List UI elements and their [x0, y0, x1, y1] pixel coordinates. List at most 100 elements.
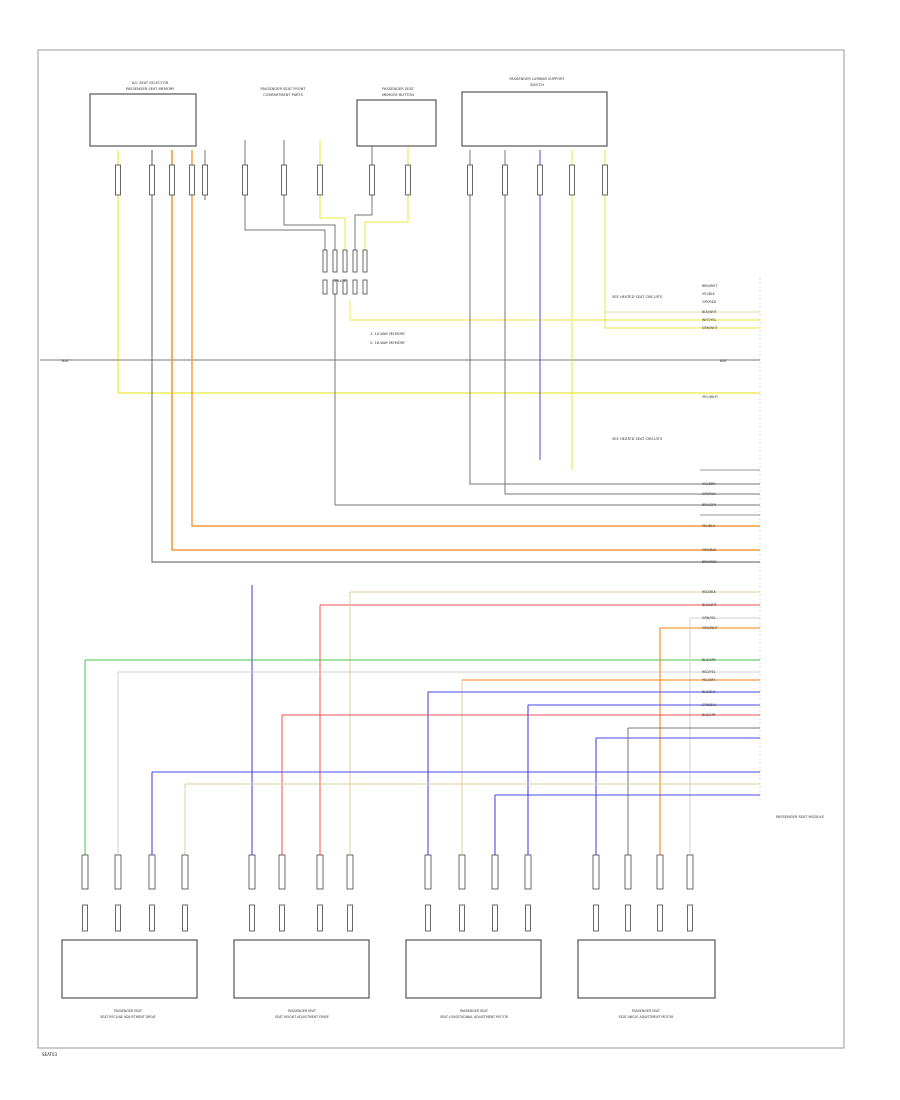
splice-label: SPLICE [334, 279, 347, 283]
wire-label: ORG/WHT [702, 626, 718, 630]
component-subtitle: SWITCH [530, 83, 544, 87]
pin-stub [362, 249, 368, 273]
pin-stub [332, 279, 338, 295]
motor-title: PASSENGER SEAT [288, 1009, 316, 1013]
yellow-wire-label: YEL/WHT [702, 395, 719, 399]
pin-stub [342, 249, 348, 273]
pin-stub [248, 854, 256, 890]
pin-stub [202, 164, 208, 196]
pin-stub [317, 904, 323, 932]
pin-stub [686, 854, 694, 890]
pin-stub [317, 164, 323, 196]
pin-stub [242, 164, 248, 196]
component-title: PASSENGER LUMBAR SUPPORT [509, 77, 565, 81]
motor-box [233, 939, 370, 999]
wire-label: RED/BLK [702, 590, 717, 594]
wire-label: BRN/RED [702, 560, 717, 564]
wire [319, 140, 346, 250]
motor-title: PASSENGER SEAT [460, 1009, 488, 1013]
pin-stub [181, 854, 189, 890]
pin-stub [459, 904, 465, 932]
pin-stub [332, 249, 338, 273]
pin-stub [278, 854, 286, 890]
module-label: PASSENGER SEAT MODULE [776, 815, 825, 819]
pin-stub [82, 904, 88, 932]
height-drive: PASSENGER SEAT SEAT HEIGHT ADJUSTMENT DR… [233, 939, 370, 1019]
heated-seat-note-2: SEE HEATED SEAT CIRCUITS [612, 437, 663, 441]
component-box [461, 91, 608, 147]
pin-stub [114, 854, 122, 890]
wire-label: BLU/GRY [702, 658, 716, 662]
wire-layer [40, 140, 761, 870]
pin-stub [169, 164, 175, 196]
pin-stub [81, 854, 89, 890]
wire-label: GRN/WHT [702, 326, 718, 330]
pin-stub [687, 904, 693, 932]
memory-button: PASSENGER SEAT MEMORY BUTTON [356, 87, 437, 147]
pin-stub [656, 854, 664, 890]
component-box [89, 93, 197, 147]
bat-label-left: BAT [62, 359, 70, 363]
pin-stub [537, 164, 543, 196]
wire-label: RED/YEL [702, 670, 716, 674]
pin-stub [342, 279, 348, 295]
pin-stub [322, 249, 328, 273]
pin-stub [148, 854, 156, 890]
pin-stub [593, 904, 599, 932]
pin-stub [279, 904, 285, 932]
longitudinal-motor: PASSENGER SEAT SEAT LONGITUDINAL ADJUSTM… [405, 939, 542, 1019]
pin-stub [657, 904, 663, 932]
motor-subtitle: SEAT RECLINE ADJUSTMENT DRIVE [100, 1015, 155, 1019]
component-title: PASSENGER SEAT [382, 87, 414, 91]
wire-label: BLK/GRY [702, 713, 716, 717]
diagram-frame [37, 49, 845, 1049]
pin-stub [491, 854, 499, 890]
pin-stub [569, 164, 575, 196]
bat-label-right: BAT [720, 359, 728, 363]
wire-label: BRN/WHT [702, 284, 717, 288]
wire-label: GRY/BLK [702, 492, 716, 496]
motor-subtitle: SEAT ANGLE ADJUSTMENT MOTOR [619, 1015, 674, 1019]
pin-stub [602, 164, 608, 196]
angle-motor: PASSENGER SEAT SEAT ANGLE ADJUSTMENT MOT… [577, 939, 716, 1019]
wire-label: GRY/RED [702, 300, 717, 304]
ac-seat-selector: A/C SEAT SELECTOR PASSENGER SEAT MEMORY [89, 81, 197, 147]
pin-stub [352, 279, 358, 295]
wire [349, 300, 760, 321]
wire-label: GRN/YEL [702, 616, 716, 620]
motor-subtitle: SEAT LONGITUDINAL ADJUSTMENT MOTOR [440, 1015, 509, 1019]
pin-stub [149, 164, 155, 196]
pin-stub [458, 854, 466, 890]
wire-label: VIO/BRN [702, 482, 716, 486]
connectors-top [115, 164, 608, 295]
wire-label: WHT/YEL [702, 318, 717, 322]
component-title: PASSENGER SEAT FRONT [261, 87, 307, 91]
wire [469, 150, 760, 485]
motor-box [577, 939, 716, 999]
wire-label: YEL/GRY [702, 678, 715, 682]
front-compartment-parts: PASSENGER SEAT FRONT COMPARTMENT PARTS [261, 87, 307, 97]
wire [283, 140, 336, 250]
connectors-bottom [81, 854, 694, 932]
note-18-way: 2: 18-WAY MEMORY [370, 341, 406, 345]
pin-stub [346, 854, 354, 890]
pin-stub [115, 164, 121, 196]
pin-stub [281, 164, 287, 196]
pin-stub [624, 854, 632, 890]
heated-seat-note-1: SEE HEATED SEAT CIRCUITS [612, 295, 663, 299]
component-subtitle: MEMORY BUTTON [382, 93, 414, 97]
diagram-code: SEAT03 [42, 1052, 57, 1057]
pin-stub [322, 279, 328, 295]
pin-stub [492, 904, 498, 932]
pin-stub [525, 904, 531, 932]
recline-drive: PASSENGER SEAT SEAT RECLINE ADJUSTMENT D… [61, 939, 198, 1019]
pin-stub [369, 164, 375, 196]
wire [171, 150, 760, 551]
wire [151, 150, 760, 563]
pin-stub [405, 164, 411, 196]
wire-label: BRN/GRY [702, 503, 716, 507]
pin-stub [467, 164, 473, 196]
pin-stub [424, 854, 432, 890]
wire [504, 150, 760, 495]
